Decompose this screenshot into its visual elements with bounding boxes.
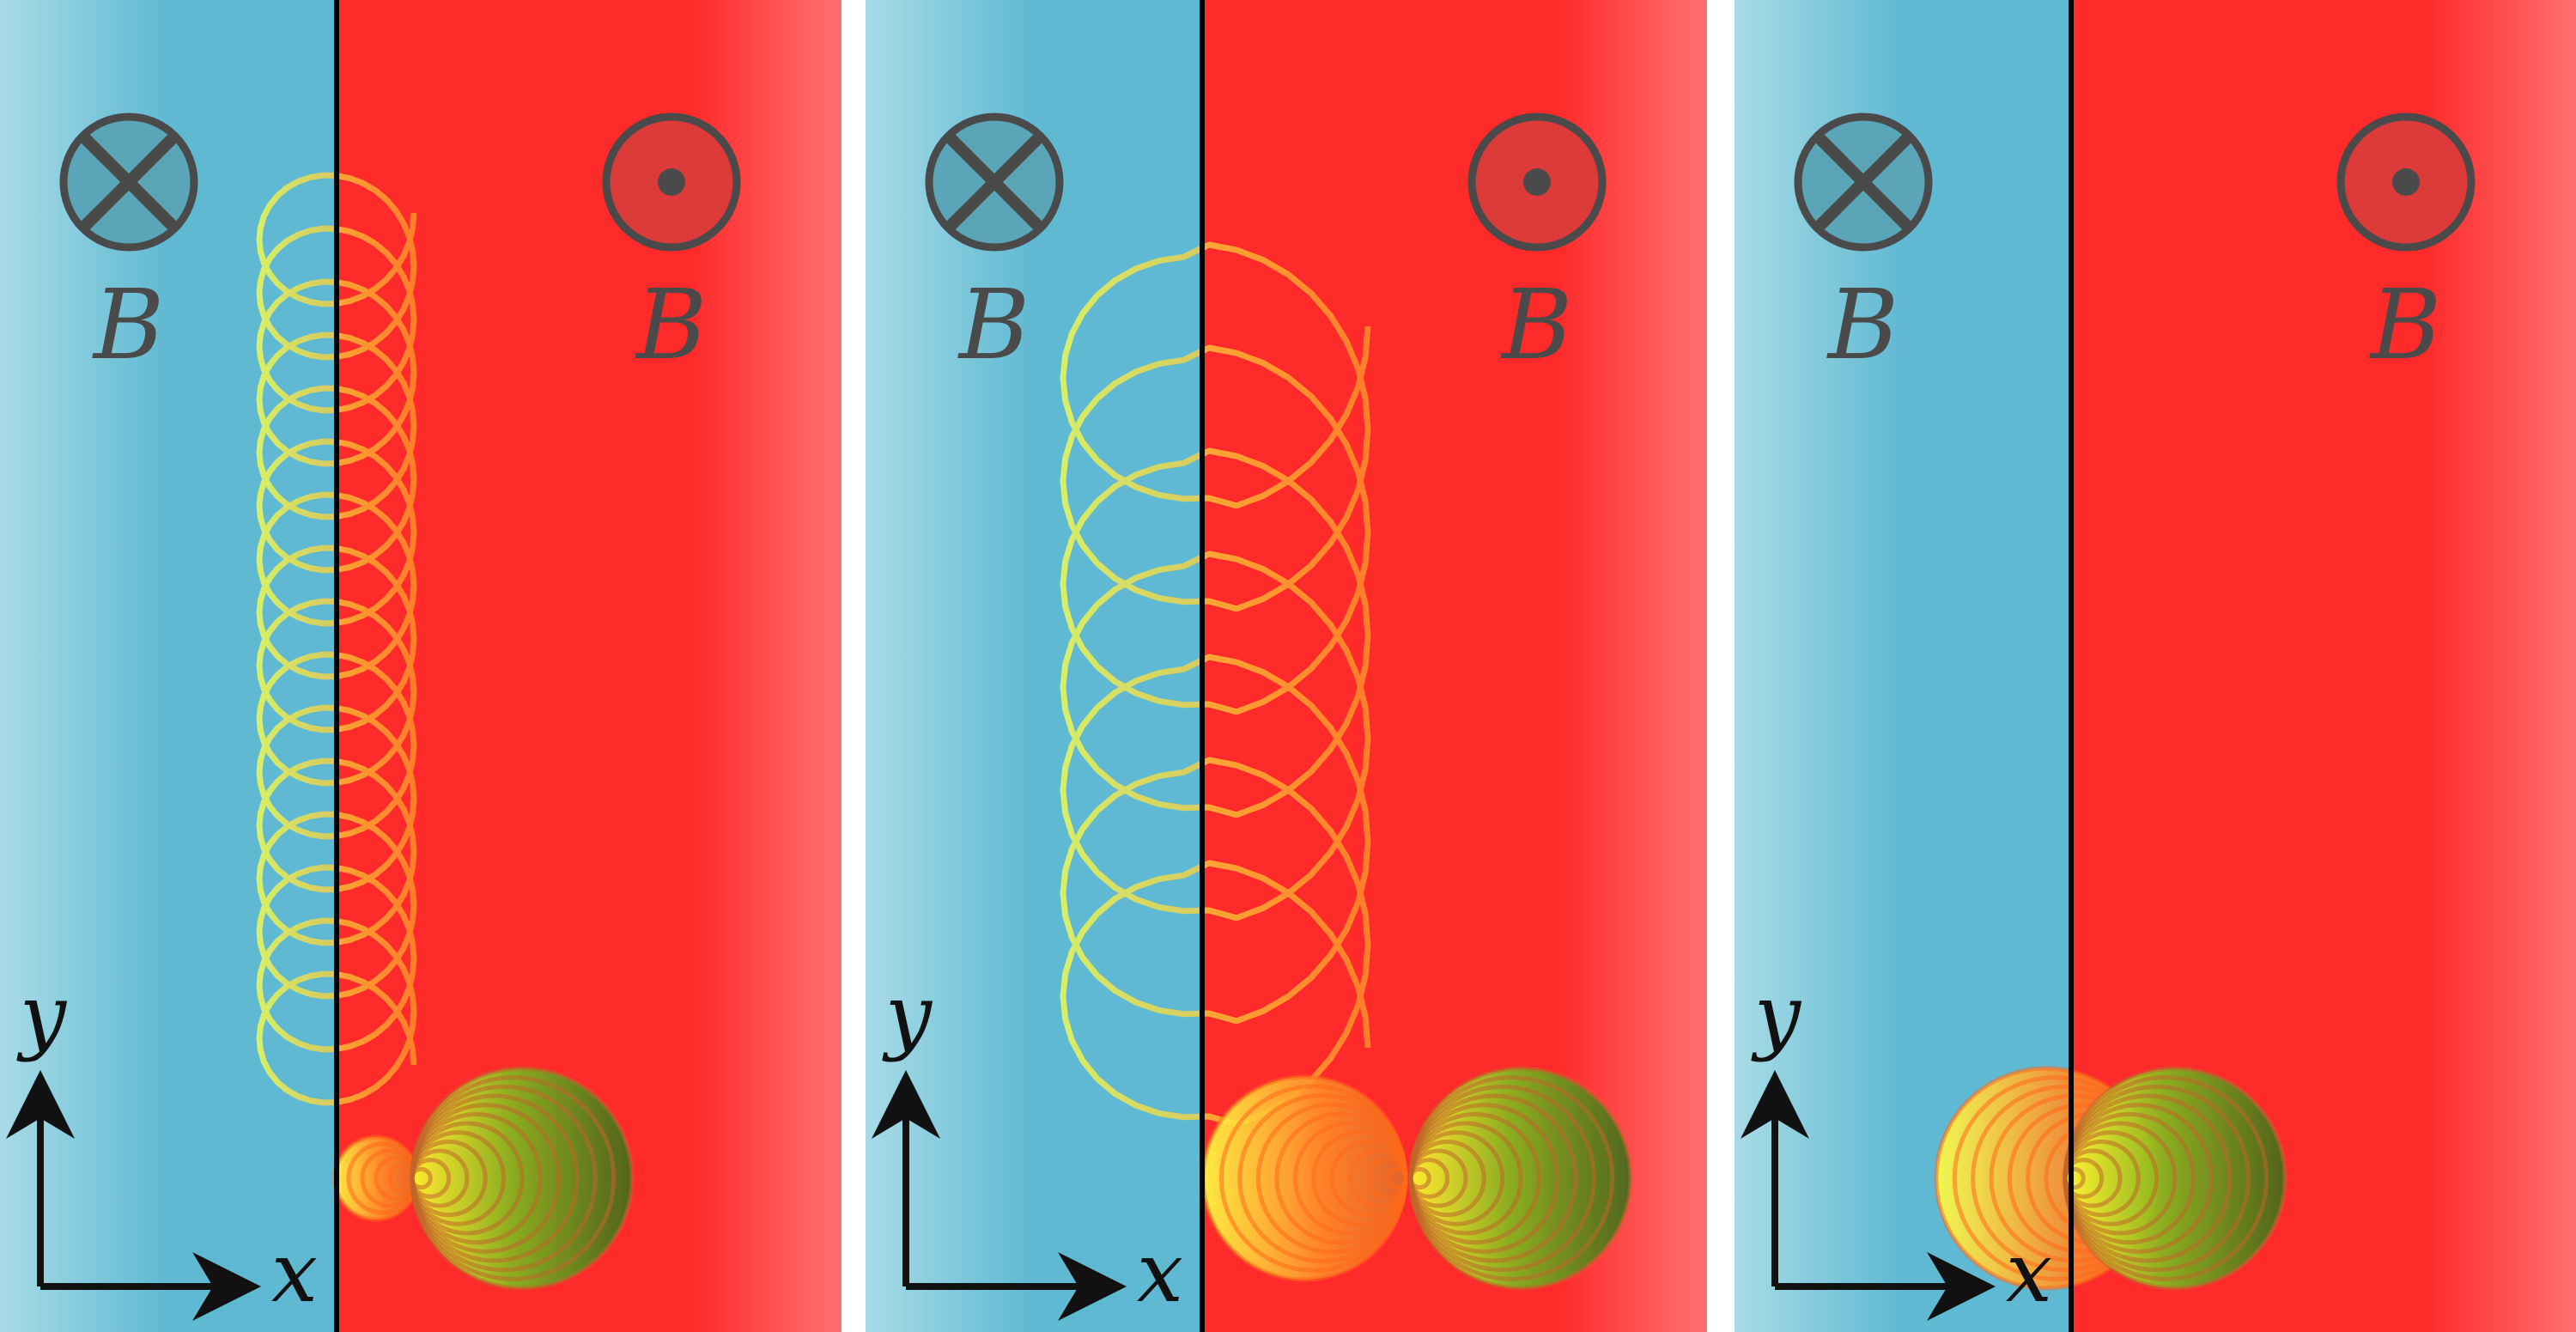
orbit-cluster-left bbox=[1200, 1074, 1408, 1282]
orbit-cluster-left bbox=[332, 1134, 420, 1222]
panel-2: B B y x bbox=[866, 0, 1707, 1332]
trajectory-path bbox=[1060, 241, 1371, 1128]
orbit-cluster-right bbox=[410, 1066, 635, 1291]
trajectory bbox=[1060, 241, 1633, 1291]
right-field-label: B bbox=[1500, 270, 1572, 381]
right-field-label: B bbox=[635, 270, 707, 381]
axes: y x bbox=[1741, 967, 2052, 1321]
out-of-page-icon bbox=[2336, 113, 2476, 252]
x-axis-label: x bbox=[1137, 1225, 1183, 1321]
x-axis-label: x bbox=[2006, 1225, 2052, 1321]
trajectory bbox=[256, 172, 635, 1291]
out-of-page-icon bbox=[602, 113, 741, 252]
x-axis-label: x bbox=[271, 1225, 318, 1321]
left-field-label: B bbox=[92, 270, 164, 381]
panel-1: B B y x bbox=[0, 0, 841, 1332]
right-field-label: B bbox=[2369, 270, 2441, 381]
trajectory-path bbox=[256, 172, 417, 1106]
y-axis-label: y bbox=[16, 967, 68, 1063]
trajectory bbox=[1934, 1066, 2287, 1291]
orbit-cluster-right bbox=[2063, 1066, 2287, 1291]
into-page-icon bbox=[59, 113, 198, 252]
axes: y x bbox=[872, 967, 1183, 1321]
left-field-label: B bbox=[957, 270, 1030, 381]
y-axis-label: y bbox=[1751, 967, 1802, 1063]
axes: y x bbox=[5, 967, 318, 1321]
orbit-cluster-right bbox=[1408, 1066, 1633, 1291]
left-field-label: B bbox=[1826, 270, 1899, 381]
into-page-icon bbox=[925, 113, 1064, 252]
y-axis-label: y bbox=[882, 967, 933, 1063]
out-of-page-icon bbox=[1467, 113, 1607, 252]
into-page-icon bbox=[1794, 113, 1933, 252]
panel-3: B B y x bbox=[1735, 0, 2576, 1332]
